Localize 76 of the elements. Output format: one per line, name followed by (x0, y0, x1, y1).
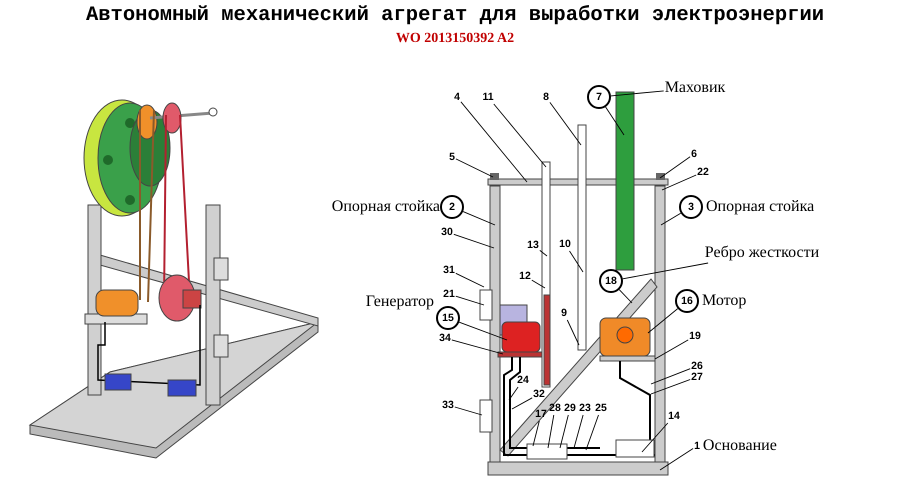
leader-line (650, 368, 691, 384)
leader-line (451, 339, 504, 354)
callout-number: 32 (533, 388, 545, 400)
callout-number: 13 (527, 239, 539, 251)
callout-number: 23 (579, 402, 591, 414)
callout-number: 21 (443, 288, 455, 300)
callout-number: 27 (691, 371, 703, 383)
callout-number: 1 (694, 440, 700, 452)
leader-line (512, 397, 533, 410)
callout-number: 4 (454, 91, 460, 103)
leader-line (660, 212, 682, 226)
leader-line (605, 106, 624, 136)
part-label: Маховик (664, 79, 726, 97)
leader-line (549, 102, 582, 146)
leader-line (455, 296, 484, 306)
patent-number: WO 2013150392 A2 (394, 31, 516, 47)
callout-number: 7 (587, 85, 611, 109)
leader-line (539, 250, 548, 256)
leader-line (462, 211, 496, 226)
callout-number: 19 (689, 330, 701, 342)
callout-number: 26 (691, 360, 703, 372)
callout-number: 6 (691, 148, 697, 160)
leader-line (458, 322, 508, 340)
leader-line (662, 174, 697, 190)
leader-line (660, 448, 694, 470)
leader-line (455, 272, 484, 288)
callout-number: 11 (482, 91, 494, 103)
leader-line (586, 414, 599, 450)
leader-line (548, 414, 554, 448)
part-label: Генератор (366, 293, 434, 311)
diagram-title: Автономный механический агрегат для выработки электроэнергии (84, 4, 826, 27)
callout-number: 2 (440, 195, 464, 219)
callout-number: 25 (595, 402, 607, 414)
leader-line (648, 308, 678, 334)
leader-line (569, 250, 584, 272)
leader-line (453, 234, 494, 248)
leader-line (532, 420, 540, 446)
part-label: Основание (702, 437, 777, 455)
leader-line (460, 101, 528, 182)
leader-line (454, 406, 482, 416)
callout-number: 12 (519, 270, 531, 282)
leader-line (650, 379, 691, 394)
leader-line (566, 320, 580, 346)
leader-line (531, 280, 546, 288)
callout-number: 24 (517, 374, 529, 386)
callout-number: 15 (436, 306, 460, 330)
leader-line (493, 104, 546, 168)
leader-line (622, 262, 709, 280)
callout-number: 16 (675, 289, 699, 313)
callout-number: 10 (559, 238, 571, 250)
callout-number: 18 (599, 269, 623, 293)
leader-line (618, 289, 632, 304)
part-label: Опорная стойка (332, 198, 440, 216)
leader-line (560, 414, 569, 448)
leader-line (574, 414, 584, 448)
callout-number: 34 (439, 332, 451, 344)
leader-line (610, 90, 664, 96)
callout-number: 8 (543, 91, 549, 103)
callout-number: 22 (697, 166, 709, 178)
callout-number: 28 (549, 402, 561, 414)
callout-number: 14 (668, 410, 680, 422)
leader-line (508, 386, 519, 400)
callout-number: 30 (441, 226, 453, 238)
part-label: Мотор (702, 292, 746, 310)
callout-number: 31 (443, 264, 455, 276)
leader-line (660, 156, 691, 178)
callout-number: 29 (564, 402, 576, 414)
callout-number: 9 (561, 307, 567, 319)
part-label: Опорная стойка (706, 198, 814, 216)
callout-number: 3 (679, 195, 703, 219)
callout-number: 33 (442, 399, 454, 411)
leader-line (642, 422, 668, 452)
leader-line (455, 158, 494, 178)
leader-line (654, 339, 689, 360)
callout-number: 5 (449, 151, 455, 163)
part-label: Ребро жесткости (704, 244, 820, 262)
